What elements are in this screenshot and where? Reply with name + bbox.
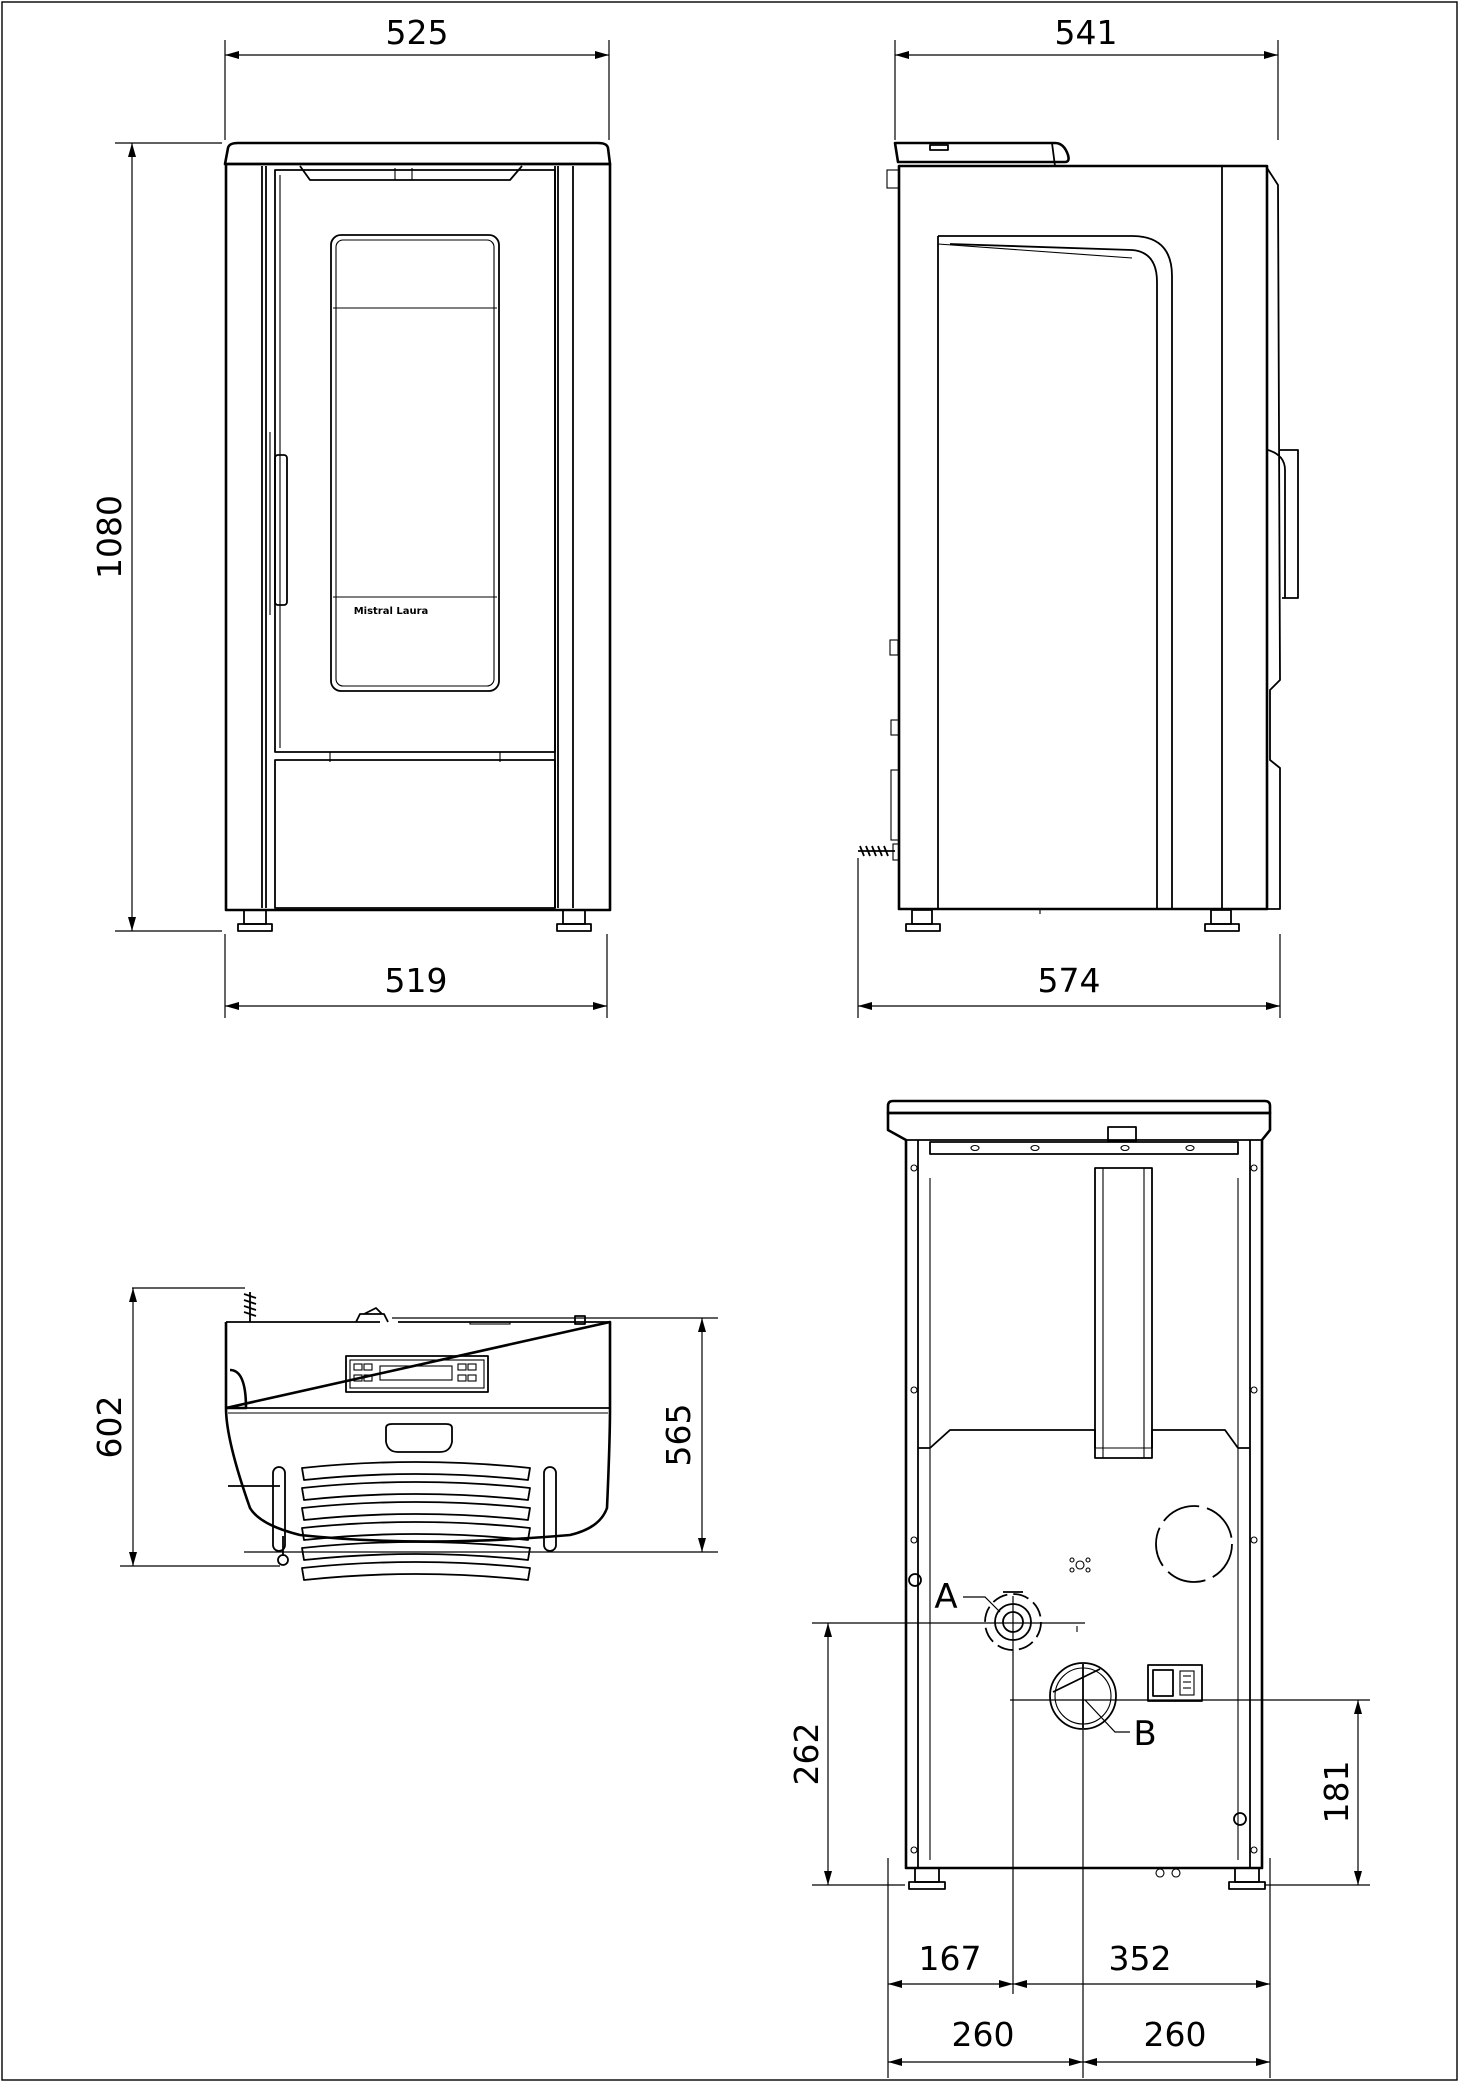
rear-foot-right	[1234, 1867, 1260, 1883]
side-foot-right	[1210, 909, 1232, 925]
front-ash-drawer	[274, 759, 556, 909]
front-door	[274, 169, 556, 753]
rear-connection-b	[1049, 1662, 1117, 1730]
dim-side-bottom-depth: 574	[1038, 961, 1101, 1000]
dim-rear-a-offset: 167	[919, 1939, 982, 1978]
rear-dimensions: 262 181 167 352 260 260	[787, 1596, 1370, 2078]
rear-top-rail	[929, 1141, 1239, 1155]
top-drawer-knob	[277, 1554, 289, 1566]
side-flue-spring	[858, 845, 895, 857]
front-foot-right-base	[556, 923, 592, 932]
dim-side-top-depth: 541	[1055, 13, 1118, 52]
label-connection-a: A	[934, 1577, 957, 1617]
front-glass	[330, 234, 500, 692]
side-door-handle	[1267, 449, 1299, 599]
top-view	[132, 1287, 612, 1581]
front-body	[224, 162, 612, 912]
front-view: Mistral Laura	[223, 141, 612, 932]
side-door-profile	[937, 235, 1173, 909]
dim-top-depth-body: 565	[659, 1404, 698, 1467]
side-foot-left	[911, 909, 933, 925]
dim-rear-b-height: 181	[1317, 1761, 1356, 1824]
front-brand-logo: Mistral Laura	[354, 606, 429, 617]
front-door-handle	[274, 454, 288, 606]
side-top-plate	[893, 141, 1070, 164]
front-foot-left	[243, 909, 267, 925]
rear-inner-plate	[918, 1429, 1250, 1449]
front-dimensions: 525 519 1080	[90, 13, 610, 1018]
rear-power-socket	[1147, 1664, 1203, 1702]
top-grille	[272, 1461, 557, 1581]
front-top-vent	[299, 165, 523, 181]
rear-foot-left	[914, 1867, 940, 1883]
dim-front-bottom-width: 519	[385, 961, 448, 1000]
dim-top-depth-overall: 602	[90, 1396, 129, 1459]
dim-front-top-width: 525	[386, 13, 449, 52]
dim-front-height: 1080	[90, 495, 129, 579]
top-dimensions: 602 565	[90, 1288, 718, 1567]
label-connection-b: B	[1133, 1714, 1156, 1754]
front-foot-left-base	[237, 923, 273, 932]
top-hopper-handle	[385, 1423, 453, 1453]
side-body	[897, 164, 1269, 911]
rear-top-plate	[886, 1099, 1272, 1115]
dim-rear-a-height: 262	[787, 1723, 826, 1786]
dim-rear-half-right: 260	[1144, 2015, 1207, 2054]
front-top-plate	[223, 141, 612, 166]
rear-air-intake	[1155, 1505, 1233, 1583]
top-flue-spring	[243, 1292, 257, 1322]
rear-view: A B	[886, 1099, 1272, 1890]
top-control-panel	[345, 1355, 489, 1393]
rear-flue-channel	[1094, 1167, 1153, 1459]
dim-rear-half-left: 260	[952, 2015, 1015, 2054]
side-view	[858, 141, 1299, 932]
side-dimensions: 541 574	[857, 13, 1281, 1018]
top-outline	[224, 1320, 612, 1543]
dim-rear-b-offset: 352	[1109, 1939, 1172, 1978]
front-foot-right	[562, 909, 586, 925]
rear-body	[886, 1111, 1272, 1870]
